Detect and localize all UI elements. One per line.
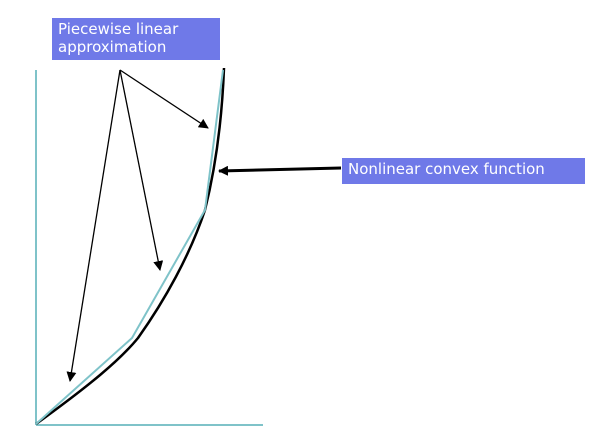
nonlinear-function-label: Nonlinear convex function — [342, 158, 585, 184]
arrow-to-segment-2 — [119, 69, 164, 271]
piecewise-label-line-1: Piecewise linear — [58, 20, 179, 38]
piecewise-linear-label: Piecewise linear approximation — [52, 18, 220, 60]
piecewise-linear-approximation — [35, 69, 224, 425]
piecewise-label-line-2: approximation — [58, 38, 167, 56]
arrow-to-segment-1 — [66, 69, 121, 382]
arrow-to-segment-3 — [119, 69, 209, 129]
nonlinear-convex-curve — [35, 67, 226, 426]
arrow-to-nonlinear-curve — [218, 165, 342, 176]
